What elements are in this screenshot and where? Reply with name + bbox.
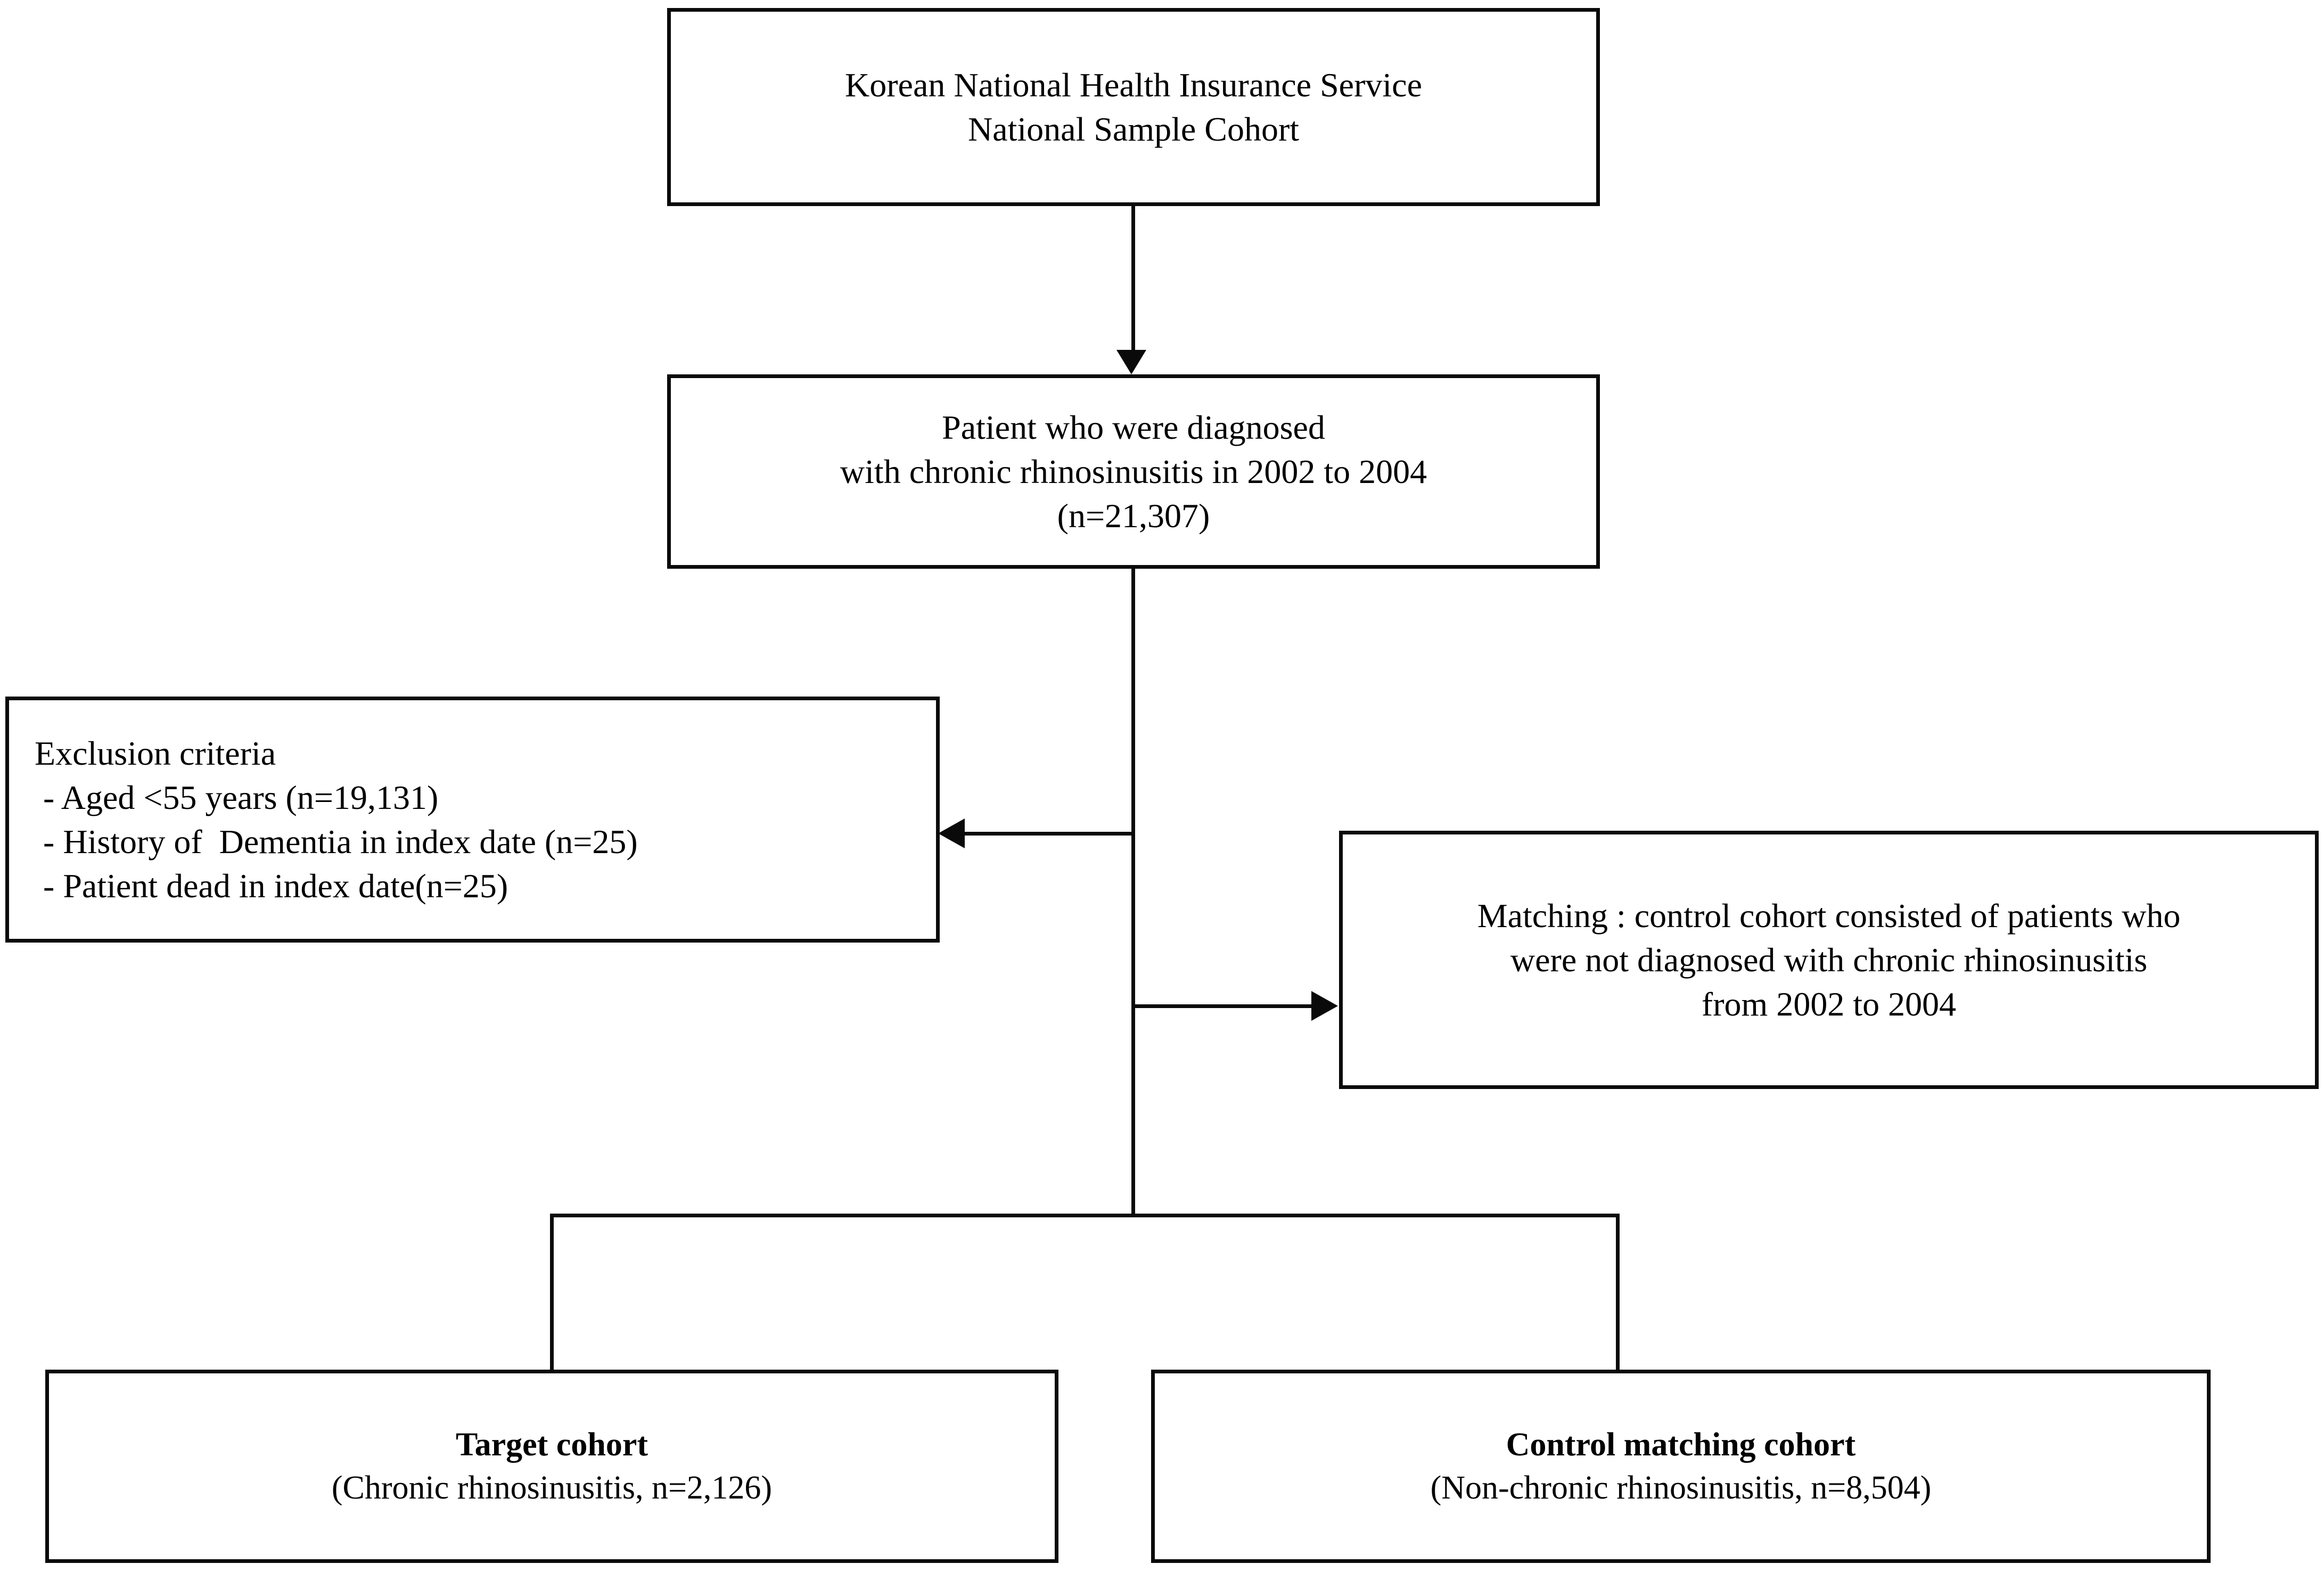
exclusion-criteria-item-2: - History of Dementia in index date (n=2… [35, 823, 638, 861]
diagnosed-patients-count: (n=21,307) [1057, 497, 1210, 535]
target-cohort-title: Target cohort [455, 1426, 648, 1463]
matching-box: Matching : control cohort consisted of p… [1339, 831, 2319, 1089]
source-cohort-box: Korean National Health Insurance Service… [667, 8, 1600, 206]
arrow-left-icon-trunk-to-exclusion [938, 818, 965, 848]
matching-line-3: from 2002 to 2004 [1701, 985, 1957, 1024]
source-cohort-line-1: Korean National Health Insurance Service [845, 66, 1422, 104]
target-cohort-subtitle: (Chronic rhinosinusitis, n=2,126) [331, 1469, 773, 1506]
source-cohort-line-2: National Sample Cohort [967, 110, 1300, 148]
connector-split-bar [550, 1214, 1620, 1217]
arrow-down-icon-source-to-diagnosed [1116, 350, 1146, 374]
control-cohort-box: Control matching cohort (Non-chronic rhi… [1151, 1370, 2211, 1563]
diagnosed-patients-line-1: Patient who were diagnosed [942, 408, 1325, 446]
exclusion-criteria-heading: Exclusion criteria [35, 734, 276, 772]
control-cohort-title: Control matching cohort [1506, 1426, 1856, 1463]
matching-line-1: Matching : control cohort consisted of p… [1477, 896, 2181, 935]
exclusion-criteria-item-1: - Aged <55 years (n=19,131) [35, 778, 439, 816]
target-cohort-box: Target cohort (Chronic rhinosinusitis, n… [45, 1370, 1058, 1563]
connector-trunk-to-matching-line [1133, 1004, 1311, 1008]
diagnosed-patients-line-2: with chronic rhinosinusitis in 2002 to 2… [840, 452, 1427, 490]
matching-line-2: were not diagnosed with chronic rhinosin… [1510, 940, 2148, 979]
connector-split-to-target-line [550, 1214, 554, 1371]
control-cohort-subtitle: (Non-chronic rhinosinusitis, n=8,504) [1430, 1469, 1932, 1506]
diagnosed-patients-box: Patient who were diagnosed with chronic … [667, 374, 1600, 569]
connector-split-to-control-line [1616, 1214, 1620, 1371]
exclusion-criteria-box: Exclusion criteria - Aged <55 years (n=1… [5, 697, 940, 943]
arrow-right-icon-trunk-to-matching [1311, 991, 1338, 1021]
connector-source-to-diagnosed-line [1131, 206, 1135, 353]
exclusion-criteria-item-3: - Patient dead in index date(n=25) [35, 867, 508, 905]
connector-trunk-to-exclusion-line [965, 832, 1133, 836]
connector-main-trunk-line [1131, 569, 1135, 1217]
